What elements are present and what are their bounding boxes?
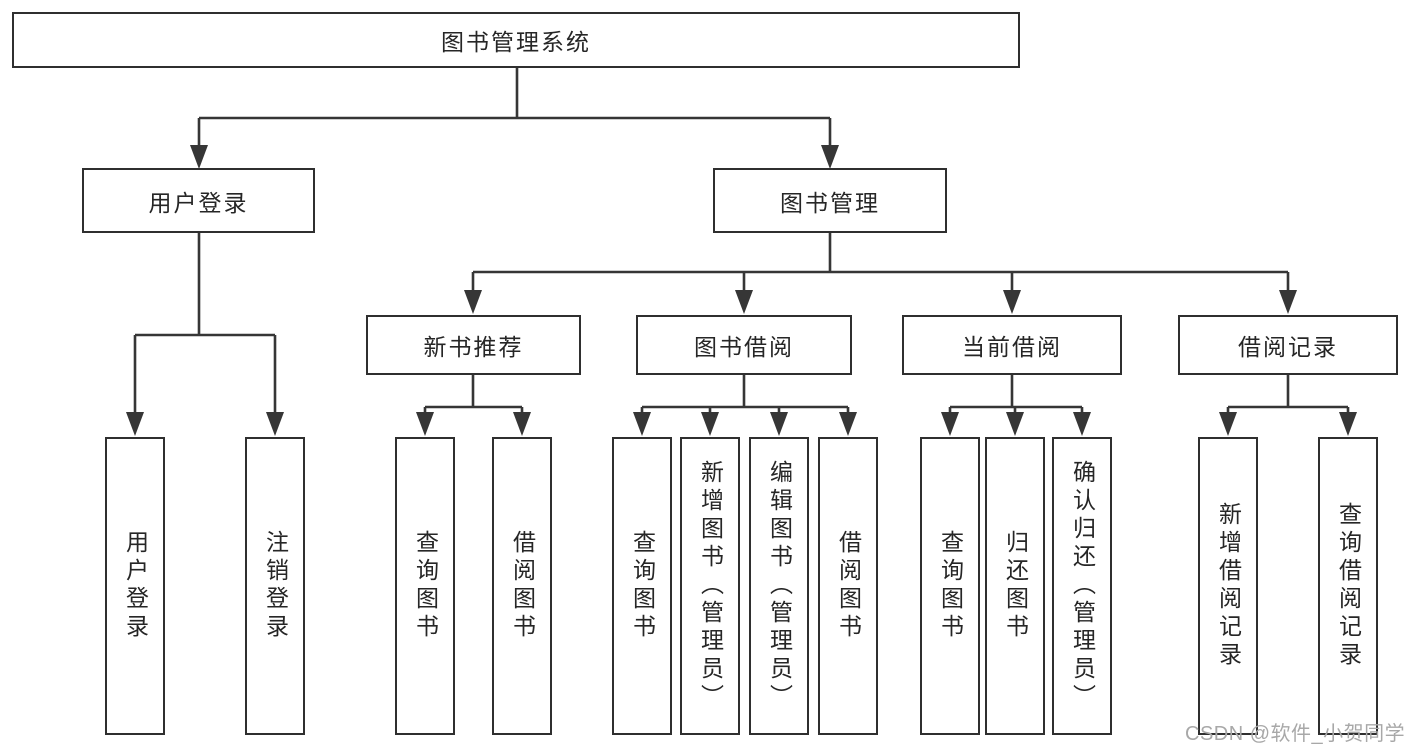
leaf-add-borrow-record-label: 新增借阅记录 — [1215, 502, 1242, 670]
node-new-book-recommend: 新书推荐 — [366, 315, 581, 375]
leaf-query-borrow-record-label: 查询借阅记录 — [1335, 502, 1362, 670]
leaf-add-book-admin: 新增图书（管理员） — [680, 437, 740, 735]
node-user-login: 用户登录 — [82, 168, 315, 233]
leaf-borrow-books-recommend: 借阅图书 — [492, 437, 552, 735]
leaf-confirm-return-admin: 确认归还（管理员） — [1052, 437, 1112, 735]
node-book-borrow: 图书借阅 — [636, 315, 852, 375]
node-current-borrow-label: 当前借阅 — [962, 334, 1062, 360]
leaf-borrow-books-borrow-label: 借阅图书 — [835, 530, 862, 642]
leaf-return-book-label: 归还图书 — [1002, 530, 1029, 642]
node-book-management: 图书管理 — [713, 168, 947, 233]
leaf-query-borrow-record: 查询借阅记录 — [1318, 437, 1378, 735]
node-current-borrow: 当前借阅 — [902, 315, 1122, 375]
leaf-return-book: 归还图书 — [985, 437, 1045, 735]
node-user-login-label: 用户登录 — [148, 189, 249, 216]
leaf-add-book-admin-label: 新增图书（管理员） — [697, 460, 724, 712]
leaf-edit-book-admin-label: 编辑图书（管理员） — [766, 460, 793, 712]
leaf-logout-label: 注销登录 — [262, 530, 289, 642]
leaf-query-books-current: 查询图书 — [920, 437, 980, 735]
leaf-user-login-label: 用户登录 — [122, 530, 149, 642]
node-new-book-recommend-label: 新书推荐 — [423, 334, 524, 360]
leaf-query-books-recommend-label: 查询图书 — [412, 530, 439, 642]
node-book-management-label: 图书管理 — [780, 189, 880, 216]
node-borrow-records-label: 借阅记录 — [1238, 334, 1338, 360]
node-book-borrow-label: 图书借阅 — [694, 334, 794, 360]
node-root-label: 图书管理系统 — [441, 29, 591, 55]
leaf-borrow-books-recommend-label: 借阅图书 — [509, 530, 536, 642]
csdn-watermark: CSDN @软件_小贺同学 — [1185, 723, 1405, 745]
leaf-edit-book-admin: 编辑图书（管理员） — [749, 437, 809, 735]
leaf-add-borrow-record: 新增借阅记录 — [1198, 437, 1258, 735]
leaf-query-books-current-label: 查询图书 — [937, 530, 964, 642]
node-root: 图书管理系统 — [12, 12, 1020, 68]
leaf-query-books-recommend: 查询图书 — [395, 437, 455, 735]
leaf-query-books-borrow-label: 查询图书 — [629, 530, 656, 642]
leaf-borrow-books-borrow: 借阅图书 — [818, 437, 878, 735]
leaf-confirm-return-admin-label: 确认归还（管理员） — [1069, 460, 1096, 712]
node-borrow-records: 借阅记录 — [1178, 315, 1398, 375]
leaf-logout: 注销登录 — [245, 437, 305, 735]
leaf-user-login: 用户登录 — [105, 437, 165, 735]
leaf-query-books-borrow: 查询图书 — [612, 437, 672, 735]
